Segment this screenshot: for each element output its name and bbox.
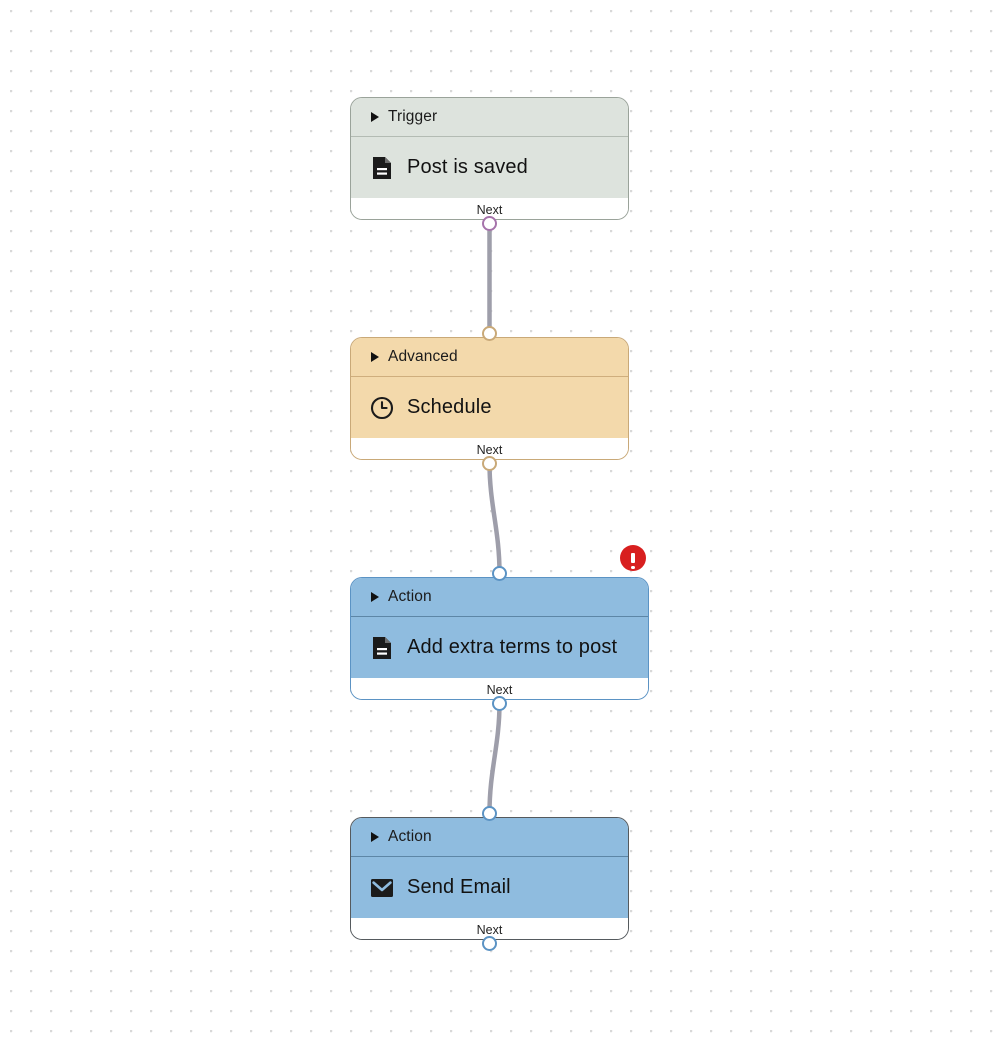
node-header-action[interactable]: Action: [351, 578, 648, 616]
node-body-action[interactable]: Send Email: [351, 857, 628, 918]
wire-action1-action2[interactable]: [487, 700, 502, 816]
node-title: Schedule: [407, 396, 492, 418]
workflow-node-action-add-terms[interactable]: Action Add extra terms to post Next: [350, 577, 649, 700]
node-inner: Action Add extra terms to post Next: [351, 578, 648, 699]
chevron-right-icon[interactable]: [371, 112, 379, 122]
exclamation-icon: [631, 553, 636, 569]
node-footer-next[interactable]: Next: [351, 918, 628, 939]
workflow-node-trigger[interactable]: Trigger Post is saved Next: [350, 97, 629, 220]
error-badge[interactable]: [620, 545, 646, 571]
node-divider: [351, 856, 628, 857]
node-header-trigger[interactable]: Trigger: [351, 98, 628, 136]
node-header-advanced[interactable]: Advanced: [351, 338, 628, 376]
node-footer-next[interactable]: Next: [351, 438, 628, 459]
chevron-right-icon[interactable]: [371, 352, 379, 362]
node-body-trigger[interactable]: Post is saved: [351, 137, 628, 198]
node-footer-label: Next: [476, 442, 503, 457]
port-action2-out[interactable]: [482, 936, 497, 951]
node-footer-next[interactable]: Next: [351, 678, 648, 699]
node-title: Post is saved: [407, 156, 528, 178]
node-inner: Trigger Post is saved Next: [351, 98, 628, 219]
node-body-action[interactable]: Add extra terms to post: [351, 617, 648, 678]
chevron-right-icon[interactable]: [371, 832, 379, 842]
node-divider: [351, 616, 648, 617]
node-divider: [351, 136, 628, 137]
chevron-right-icon[interactable]: [371, 592, 379, 602]
port-action1-out[interactable]: [492, 696, 507, 711]
port-action2-in[interactable]: [482, 806, 497, 821]
document-icon: [369, 155, 395, 181]
node-body-advanced[interactable]: Schedule: [351, 377, 628, 438]
node-title: Send Email: [407, 876, 511, 898]
node-category-label: Action: [388, 588, 432, 605]
node-footer-label: Next: [476, 202, 503, 217]
workflow-node-advanced[interactable]: Advanced Schedule Next: [350, 337, 629, 460]
node-inner: Advanced Schedule Next: [351, 338, 628, 459]
node-title: Add extra terms to post: [407, 636, 618, 658]
node-header-action[interactable]: Action: [351, 818, 628, 856]
node-footer-label: Next: [486, 682, 513, 697]
workflow-node-action-send-email[interactable]: Action Send Email Next: [350, 817, 629, 940]
node-footer-label: Next: [476, 922, 503, 937]
port-action1-in[interactable]: [492, 566, 507, 581]
clock-icon: [369, 395, 395, 421]
node-inner: Action Send Email Next: [351, 818, 628, 939]
node-category-label: Action: [388, 828, 432, 845]
node-divider: [351, 376, 628, 377]
port-trigger-out[interactable]: [482, 216, 497, 231]
node-category-label: Advanced: [388, 348, 458, 365]
wire-advanced-action1[interactable]: [487, 460, 502, 576]
document-icon: [369, 635, 395, 661]
node-category-label: Trigger: [388, 108, 438, 125]
port-advanced-in[interactable]: [482, 326, 497, 341]
envelope-icon: [369, 875, 395, 901]
port-advanced-out[interactable]: [482, 456, 497, 471]
node-footer-next[interactable]: Next: [351, 198, 628, 219]
